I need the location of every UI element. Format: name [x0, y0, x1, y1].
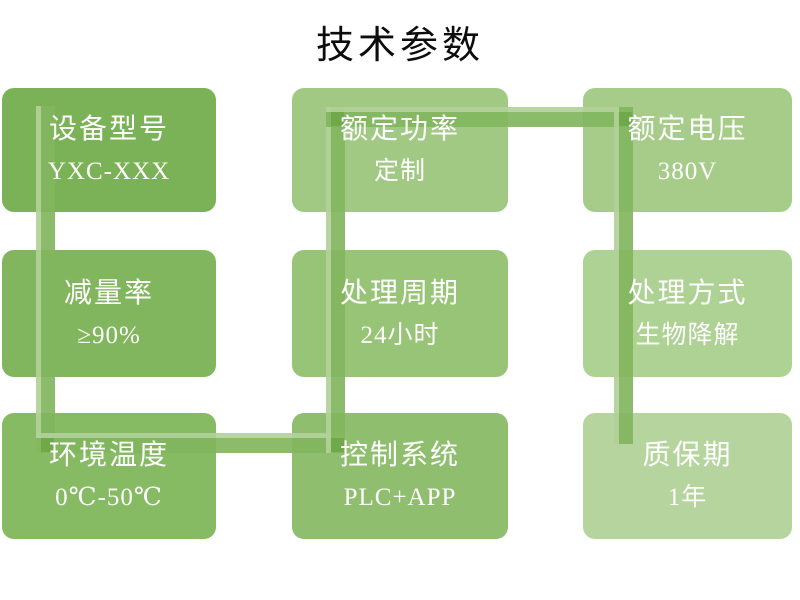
connector-corner-bottom-left — [41, 438, 54, 452]
card-treatment-cycle: 处理周期 24小时 — [292, 250, 508, 377]
card-value: 24小时 — [360, 321, 440, 349]
card-label: 设备型号 — [48, 114, 169, 145]
card-control-system: 控制系统 PLC+APP — [292, 413, 508, 539]
card-value: PLC+APP — [343, 484, 457, 511]
card-label: 处理周期 — [339, 277, 460, 309]
card-label: 质保期 — [642, 440, 733, 471]
connector-segment-left-vertical — [36, 106, 55, 453]
connector-corner-top-middle — [331, 112, 344, 126]
page-title: 技术参数 — [315, 23, 484, 67]
card-device-model: 设备型号 YXC-XXX — [2, 88, 216, 212]
card-ambient-temperature: 环境温度 0℃-50℃ — [2, 413, 216, 539]
connector-segment-middle-vertical — [326, 107, 345, 453]
card-label: 处理方式 — [627, 277, 748, 309]
card-label: 减量率 — [63, 277, 154, 309]
card-value: 生物降解 — [635, 321, 740, 349]
card-value: 0℃-50℃ — [55, 484, 163, 511]
connector-segment-right-vertical — [614, 107, 633, 444]
card-label: 环境温度 — [48, 440, 169, 471]
card-value: 定制 — [373, 158, 426, 185]
card-value: ≥90% — [77, 321, 141, 349]
card-value: YXC-XXX — [47, 158, 171, 185]
card-label: 控制系统 — [339, 440, 460, 471]
card-value: 380V — [657, 158, 718, 185]
card-reduction-rate: 减量率 ≥90% — [2, 250, 216, 377]
connector-corner-top-right — [619, 112, 632, 126]
card-value: 1年 — [667, 484, 708, 511]
card-label: 额定电压 — [627, 114, 748, 145]
card-label: 额定功率 — [339, 114, 460, 145]
connector-segment-top-horizontal — [326, 107, 633, 127]
connector-segment-bottom-horizontal — [36, 433, 345, 453]
connector-corner-bottom-middle — [331, 438, 344, 452]
